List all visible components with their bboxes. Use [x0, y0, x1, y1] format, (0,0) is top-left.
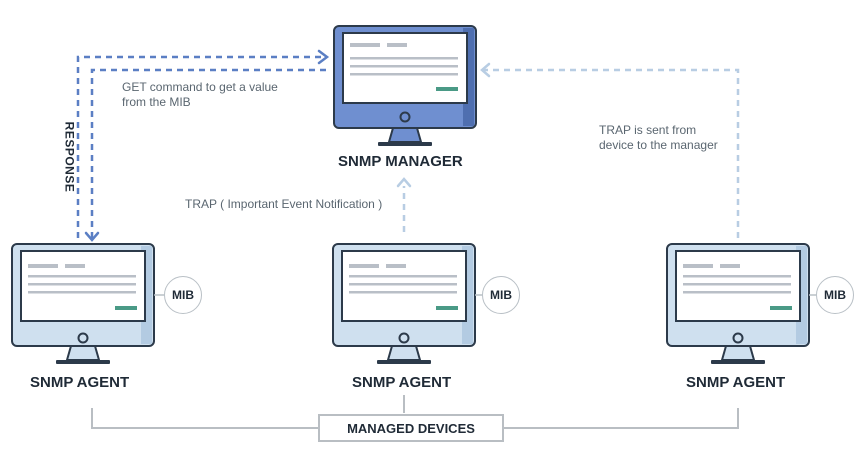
get-command-arrow	[76, 55, 326, 238]
trap-center-note: TRAP ( Important Event Notification )	[183, 197, 385, 212]
get-arrowhead	[317, 49, 330, 65]
agent-monitor-2	[332, 243, 476, 364]
get-note-line-1: GET command to get a value	[122, 80, 278, 94]
trap-right-note: TRAP is sent from device to the manager	[597, 123, 720, 153]
trap-center-arrowhead	[396, 177, 412, 188]
agent-monitor-1	[11, 243, 155, 364]
get-command-note: GET command to get a value from the MIB	[122, 80, 278, 110]
manager-label: SNMP MANAGER	[338, 153, 463, 170]
trap-right-arrow	[484, 68, 740, 238]
get-response-arrows	[76, 55, 326, 238]
agent-label-2: SNMP AGENT	[352, 374, 452, 391]
agent-label-3: SNMP AGENT	[686, 374, 786, 391]
get-note-line-2: from the MIB	[122, 95, 191, 109]
managed-devices-box: MANAGED DEVICES	[318, 414, 504, 442]
managed-devices-bracket	[91, 395, 739, 429]
mib-badge-2: MIB	[482, 276, 520, 314]
agent-monitor-3	[666, 243, 810, 364]
response-arrowhead	[84, 231, 100, 242]
response-note: RESPONSE	[62, 121, 77, 193]
trap-right-line-1: TRAP is sent from	[599, 123, 697, 137]
trap-right-arrowhead	[480, 62, 491, 78]
trap-right-line-2: device to the manager	[599, 138, 718, 152]
manager-monitor	[333, 25, 477, 146]
mib-badge-1: MIB	[164, 276, 202, 314]
response-arrow	[90, 68, 326, 238]
agent-label-1: SNMP AGENT	[30, 374, 130, 391]
mib-badge-3: MIB	[816, 276, 854, 314]
